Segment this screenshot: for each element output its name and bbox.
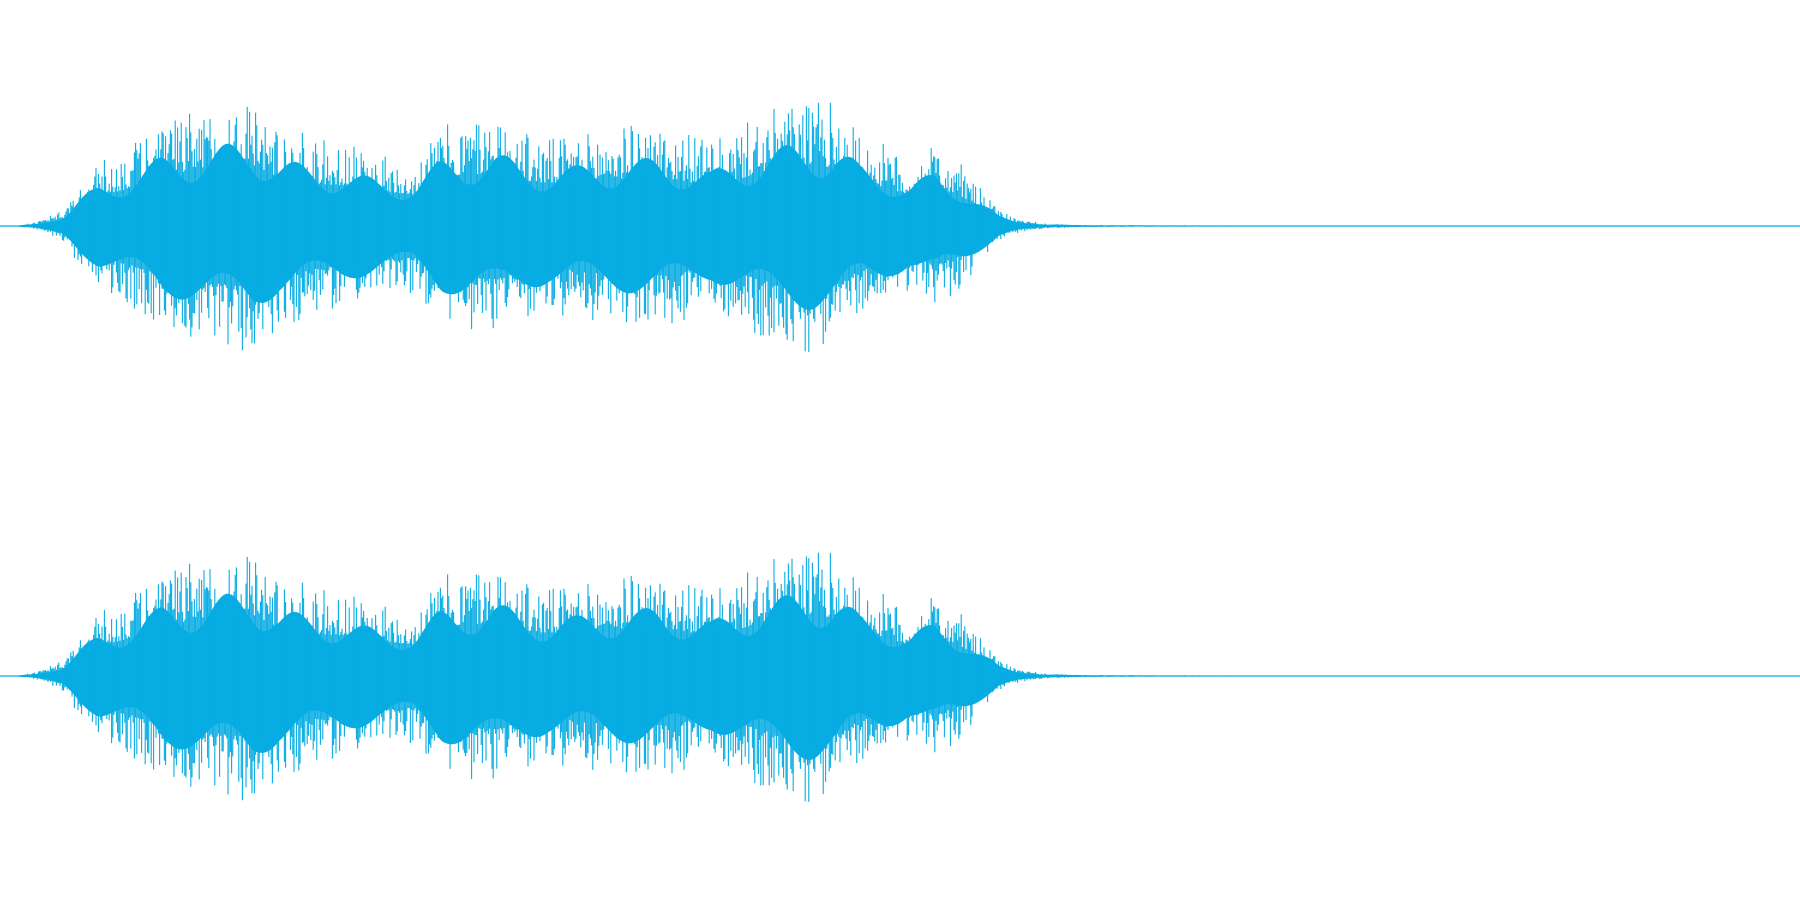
waveform-channel-left	[0, 102, 1800, 352]
waveform-channel-right	[0, 552, 1800, 802]
